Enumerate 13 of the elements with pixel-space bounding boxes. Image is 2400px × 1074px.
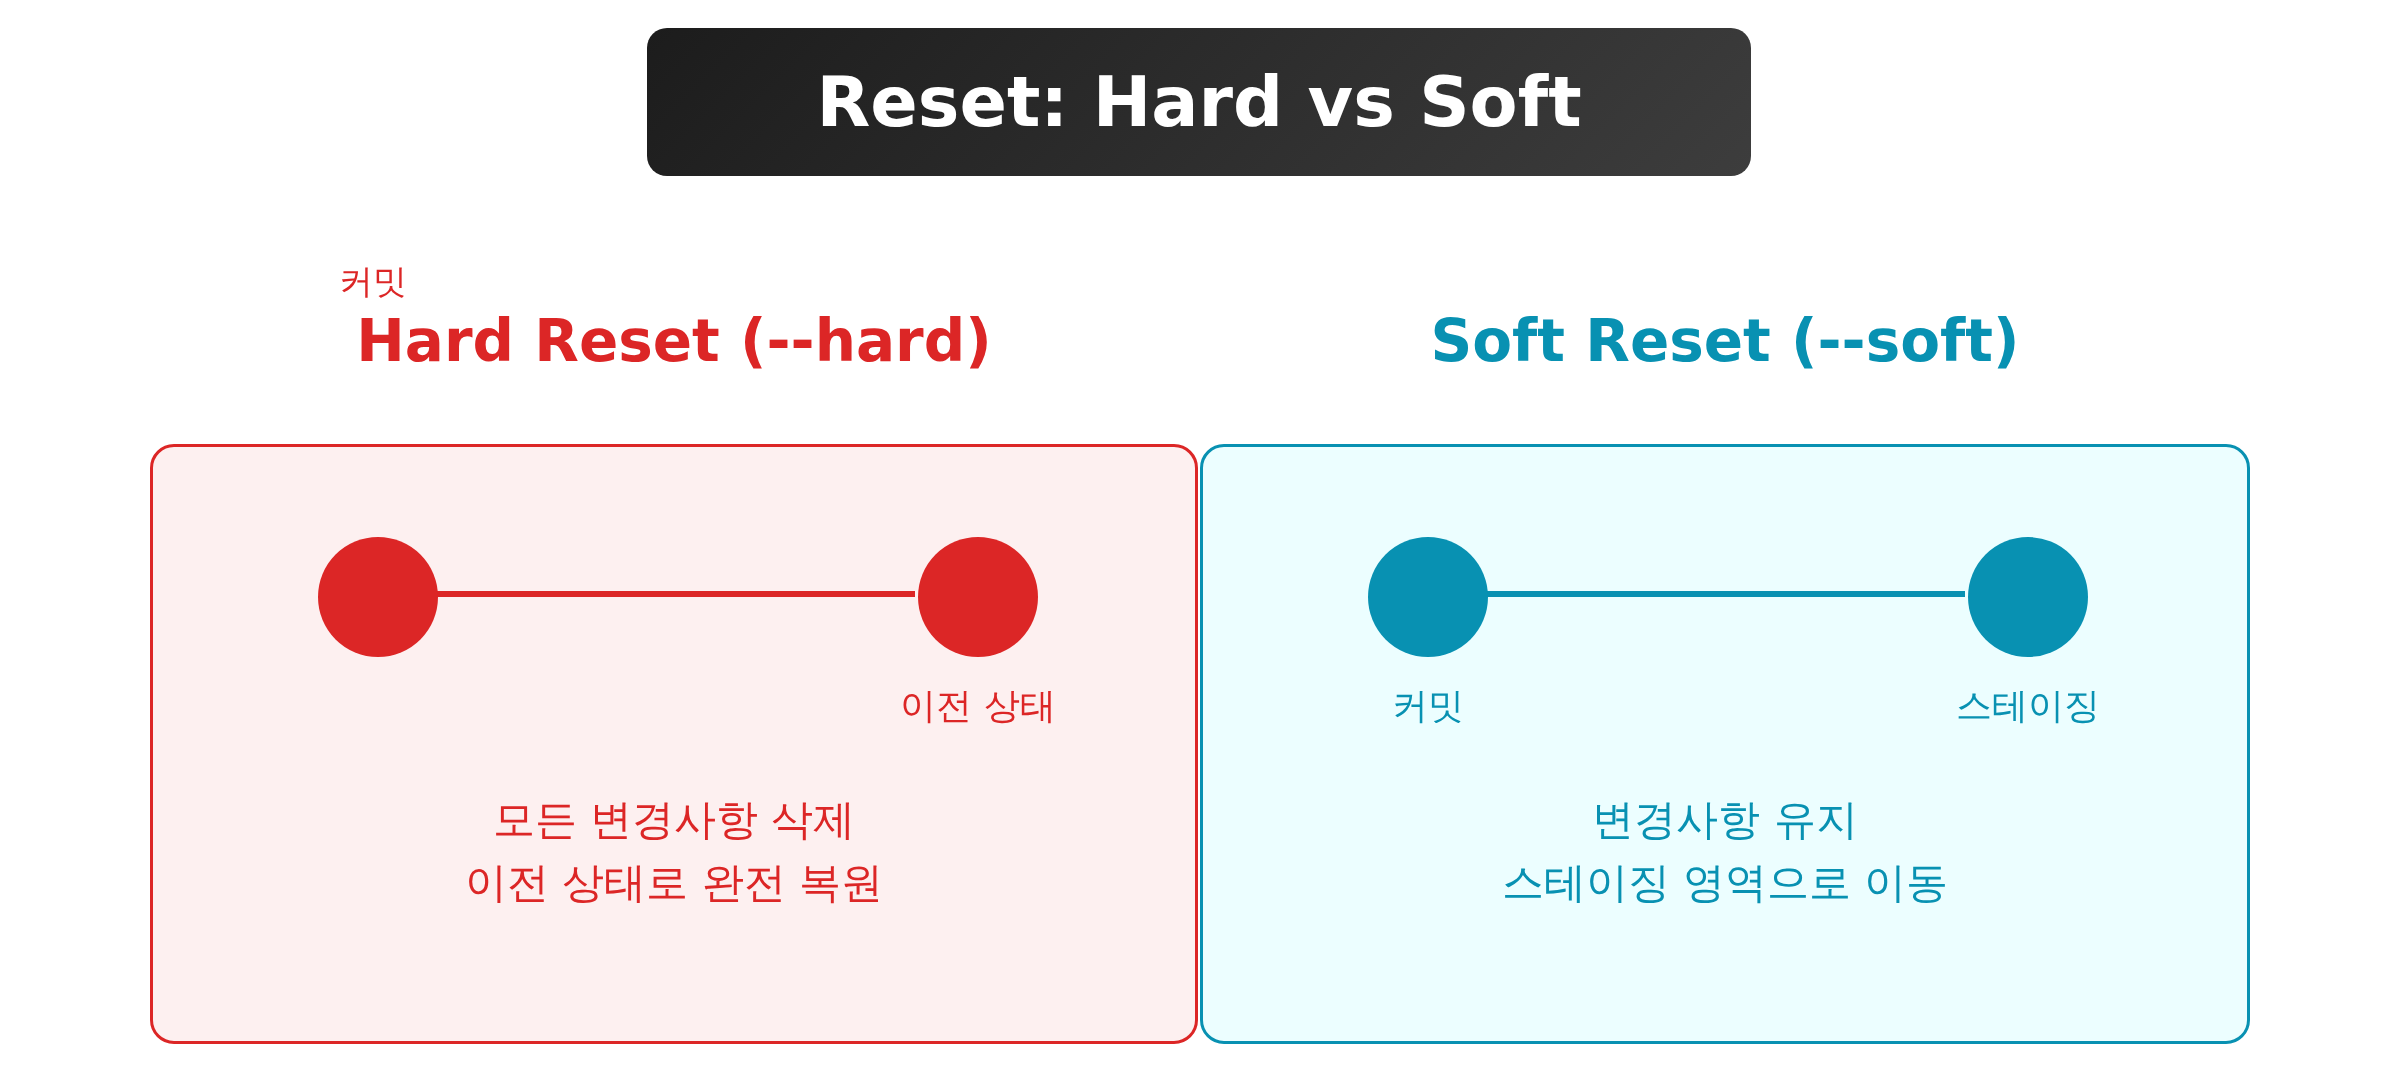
floating-label: 커밋 — [338, 260, 408, 303]
node-label: 스테이징 — [1955, 684, 2101, 728]
node-label: 이전 상태 — [899, 684, 1057, 728]
connector-line — [1485, 591, 1965, 597]
description-text: 모든 변경사항 삭제 — [491, 794, 857, 846]
connector-line — [435, 591, 915, 597]
description-text: 스테이징 영역으로 이동 — [1500, 857, 1950, 909]
title-banner: Reset: Hard vs Soft — [647, 28, 1751, 176]
description-text: 변경사항 유지 — [1591, 794, 1859, 846]
section-heading: Hard Reset (--hard) — [355, 307, 993, 375]
section-heading: Soft Reset (--soft) — [1429, 307, 2021, 375]
description-text: 이전 상태로 완전 복원 — [463, 857, 885, 909]
node-label: 커밋 — [1391, 684, 1465, 728]
